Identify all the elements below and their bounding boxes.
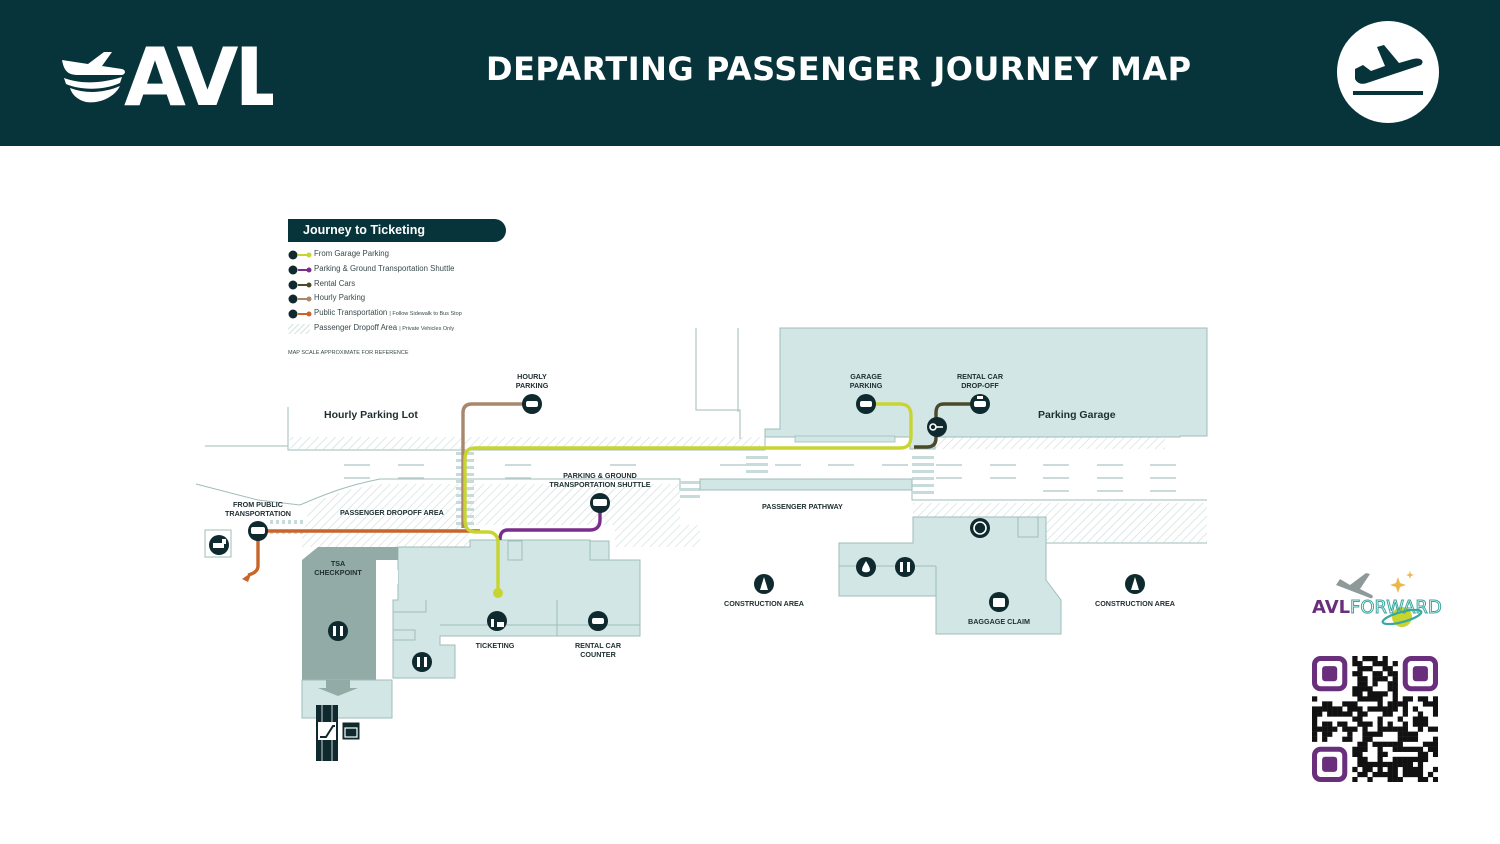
- shuttle-label: PARKING & GROUND TRANSPORTATION SHUTTLE: [549, 471, 651, 489]
- baggage-claim-label: BAGGAGE CLAIM: [968, 617, 1030, 626]
- legend-label: Rental Cars: [314, 279, 356, 288]
- legend-label: Hourly Parking: [314, 293, 366, 302]
- restroom-icon: [412, 652, 432, 672]
- information-icon: [970, 518, 990, 538]
- avl-forward-a: AVL: [1312, 597, 1350, 618]
- escalator-icon: [318, 722, 336, 740]
- rental-counter-label: RENTAL CAR COUNTER: [574, 641, 622, 659]
- legend-title: Journey to Ticketing: [288, 219, 506, 242]
- plane-icon: [1336, 573, 1373, 599]
- rental-counter-icon: [588, 611, 608, 631]
- route-shuttle: [498, 503, 602, 541]
- route-garage: [463, 402, 913, 592]
- legend-note: | Private Vehicles Only: [399, 326, 455, 332]
- legend-note: | Follow Sidewalk to Bus Stop: [389, 311, 462, 317]
- legend-label: Public Transportation: [314, 308, 388, 317]
- header-bar: AVL DEPARTING PASSENGER JOURNEY MAP: [0, 0, 1500, 146]
- garage-parking-label: GARAGE PARKING: [849, 372, 883, 390]
- rental-dropoff-label: RENTAL CAR DROP-OFF: [956, 372, 1004, 390]
- avl-forward-logo: AVL FORWARD: [1312, 571, 1442, 627]
- pathway-label: PASSENGER PATHWAY: [762, 502, 843, 511]
- baggage-icon: [989, 592, 1009, 612]
- parking-garage: [764, 327, 1208, 450]
- public-transport-label: FROM PUBLIC TRANSPORTATION: [224, 500, 291, 518]
- avl-forward-b: FORWARD: [1350, 597, 1442, 618]
- planet-icon: [1381, 607, 1423, 627]
- passenger-pathway: [699, 478, 913, 491]
- rental-dropoff-car-icon: [970, 394, 990, 414]
- page-title: DEPARTING PASSENGER JOURNEY MAP: [486, 50, 1192, 88]
- elevator-icon: [341, 721, 361, 741]
- legend-label: From Garage Parking: [314, 249, 389, 258]
- hourly-lot-label: Hourly Parking Lot: [324, 409, 418, 421]
- terminal-map: [195, 327, 1208, 761]
- dropoff-area-label: PASSENGER DROPOFF AREA: [340, 508, 444, 517]
- scale-note: MAP SCALE APPROXIMATE FOR REFERENCE: [288, 350, 409, 356]
- route-public-walk: [247, 540, 260, 577]
- restroom-icon: [895, 557, 915, 577]
- tsa-area: [302, 547, 398, 680]
- plane-logo-icon: [62, 52, 125, 103]
- bus-icon: [248, 521, 268, 541]
- departing-plane-icon: [1337, 21, 1439, 123]
- route-hourly: [461, 402, 532, 528]
- west-terminal: [392, 539, 641, 679]
- avl-logo: AVL: [62, 38, 273, 110]
- legend-label: Passenger Dropoff Area: [314, 323, 398, 332]
- legend: Journey to Ticketing: [288, 219, 506, 242]
- pet-relief-icon: [209, 535, 229, 555]
- garage-label: Parking Garage: [1038, 409, 1116, 421]
- key-icon: [927, 417, 947, 437]
- water-fountain-icon: [856, 557, 876, 577]
- ticketing-label: TICKETING: [475, 641, 515, 650]
- construction-cone-icon: [1125, 574, 1145, 594]
- construction-label: CONSTRUCTION AREA: [1095, 599, 1175, 608]
- ticketing-icon: [487, 611, 507, 631]
- qr-code-icon[interactable]: [1312, 656, 1438, 782]
- tsa-label: TSA CHECKPOINT: [314, 559, 362, 577]
- garage-parking-car-icon: [856, 394, 876, 414]
- hourly-parking-label: HOURLY PARKING: [515, 372, 549, 390]
- hourly-parking-car-icon: [522, 394, 542, 414]
- sparkle-icon: [1390, 571, 1414, 593]
- restroom-icon: [328, 621, 348, 641]
- construction-label: CONSTRUCTION AREA: [724, 599, 804, 608]
- shuttle-icon: [590, 493, 610, 513]
- legend-label: Parking & Ground Transportation Shuttle: [314, 264, 455, 273]
- construction-cone-icon: [754, 574, 774, 594]
- lane-markings: [344, 464, 1176, 492]
- logo-text: AVL: [124, 38, 273, 110]
